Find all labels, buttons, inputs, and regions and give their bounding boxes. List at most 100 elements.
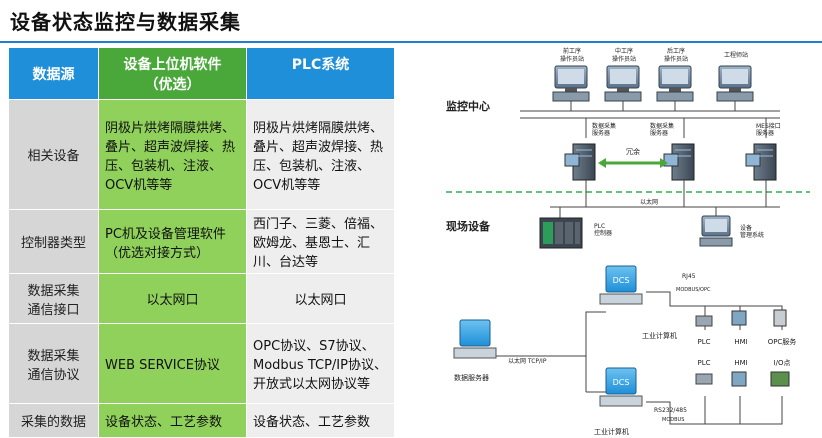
dcs-label-top: DCS	[613, 276, 630, 285]
header-plc-system: PLC系统	[246, 47, 395, 100]
network-diagram: 监控中心 现场设备 前工序操作员站 中工序操作员站 后工序操作员站 工程师站	[410, 44, 820, 436]
server-1-line1: 数据采集	[592, 122, 616, 130]
dcs-label-bottom: DCS	[613, 378, 630, 387]
field-devices-row1	[695, 309, 787, 327]
server-1-line2: 服务器	[592, 129, 610, 137]
hmi-icon	[731, 310, 747, 326]
zone-field-label: 现场设备	[446, 219, 491, 233]
row-label-interface-line2: 通信接口	[27, 302, 80, 318]
industrial-pc-top-icon: DCS	[599, 265, 643, 305]
station-3-label: 后工序操作员站	[664, 47, 688, 63]
row-label-protocol-line1: 数据采集	[27, 348, 80, 364]
rs232-label: RS232/485	[654, 407, 687, 414]
cell-devices-plc: 阴极片烘烤隔膜烘烤、叠片、超声波焊接、热压、包装机、注液、OCV机等等	[246, 99, 395, 210]
server-2-line1: 数据采集	[650, 122, 674, 130]
row-label-devices: 相关设备	[8, 99, 99, 210]
row-label-controller: 控制器类型	[8, 209, 99, 274]
device-management-line2: 管理系统	[740, 231, 764, 239]
station-1-label: 前工序操作员站	[560, 47, 584, 63]
row2-io-label: I/O点	[774, 359, 791, 367]
title-divider	[0, 41, 822, 43]
ethernet-bus	[550, 180, 780, 219]
industrial-pc-bottom-icon: DCS	[599, 367, 643, 407]
rj45-label: RJ45	[682, 273, 696, 280]
device-management-label: 设备管理系统	[740, 224, 764, 239]
station-1-line1: 前工序	[563, 47, 581, 55]
monitor-bus-lines	[520, 101, 780, 138]
field-devices-row2	[695, 371, 790, 387]
io-module-icon	[770, 371, 790, 387]
header-host-software-line2: （优选）	[144, 76, 201, 93]
device-management-icon	[699, 215, 733, 247]
station-3-line1: 后工序	[667, 47, 685, 55]
row2-plc-label: PLC	[697, 359, 710, 367]
plc-controller-icon	[539, 217, 583, 249]
opc-server-icon	[773, 309, 787, 327]
cell-protocol-host: WEB SERVICE协议	[98, 323, 247, 404]
server-icons	[564, 143, 777, 181]
row1-opc-label: OPC服务	[768, 337, 797, 346]
industrial-pc-bottom-label: 工业计算机	[594, 427, 629, 436]
data-server-icon	[453, 319, 497, 359]
server-3-line2: 服务器	[756, 129, 774, 137]
table-header-row: 数据源 设备上位机软件 （优选） PLC系统	[8, 47, 395, 100]
cell-collected-plc: 设备状态、工艺参数	[246, 403, 395, 438]
modbus-opc-label: MODBUS/OPC	[676, 287, 711, 293]
station-1-line2: 操作员站	[560, 55, 584, 63]
ethernet-tcpip-label: 以太网 TCP/IP	[508, 357, 547, 365]
table-row: 采集的数据 设备状态、工艺参数 设备状态、工艺参数	[8, 403, 395, 438]
row2-hmi-label: HMI	[734, 359, 747, 367]
server-3-label: MES接口服务器	[756, 122, 781, 137]
server-2-label: 数据采集服务器	[650, 122, 674, 137]
row-label-protocol-line2: 通信协议	[27, 367, 80, 383]
station-3-line2: 操作员站	[664, 55, 688, 63]
row-label-protocol: 数据采集 通信协议	[8, 323, 99, 404]
cell-protocol-plc: OPC协议、S7协议、Modbus TCP/IP协议、开放式以太网协议等	[246, 323, 395, 404]
plc-controller-line1: PLC	[594, 223, 605, 230]
zone-monitor-label: 监控中心	[446, 99, 490, 113]
station-2-line1: 中工序	[615, 47, 633, 55]
row-label-interface-line1: 数据采集	[27, 283, 80, 299]
station-2-line2: 操作员站	[612, 55, 636, 63]
workstation-icons	[552, 65, 754, 102]
row1-plc-label: PLC	[697, 338, 710, 346]
workstation-icon	[716, 65, 754, 102]
cell-interface-host: 以太网口	[98, 273, 247, 324]
cell-controller-host-line1: PC机及设备管理软件	[105, 226, 226, 242]
hmi-icon	[731, 371, 747, 387]
cell-collected-host: 设备状态、工艺参数	[98, 403, 247, 438]
row-label-collected-data: 采集的数据	[8, 403, 99, 438]
modbus-label: MODBUS	[662, 417, 684, 423]
plc-controller-line2: 控制器	[594, 229, 612, 237]
workstation-icon	[604, 65, 642, 102]
station-2-label: 中工序操作员站	[612, 47, 636, 63]
ethernet-label: 以太网	[640, 198, 658, 206]
server-3-line1: MES接口	[756, 122, 781, 130]
workstation-icon	[656, 65, 694, 102]
row1-hmi-label: HMI	[734, 338, 747, 346]
cell-interface-plc: 以太网口	[246, 273, 395, 324]
table-row: 相关设备 阴极片烘烤隔膜烘烤、叠片、超声波焊接、热压、包装机、注液、OCV机等等…	[8, 99, 395, 210]
row-label-interface: 数据采集 通信接口	[8, 273, 99, 324]
station-4-label: 工程师站	[724, 51, 748, 59]
table-row: 数据采集 通信接口 以太网口 以太网口	[8, 273, 395, 324]
workstation-icon	[552, 65, 590, 102]
server-icon	[663, 143, 695, 181]
cell-controller-host: PC机及设备管理软件 （优选对接方式）	[98, 209, 247, 274]
table-row: 数据采集 通信协议 WEB SERVICE协议 OPC协议、S7协议、Modbu…	[8, 323, 395, 404]
plc-icon	[695, 373, 713, 385]
industrial-pc-top-label: 工业计算机	[642, 331, 677, 340]
cell-controller-plc: 西门子、三菱、倍福、欧姆龙、基恩士、汇川、台达等	[246, 209, 395, 274]
header-data-source: 数据源	[8, 47, 99, 100]
redundant-label: 冗余	[626, 147, 640, 156]
device-management-line1: 设备	[740, 224, 752, 232]
data-server-label: 数据服务器	[454, 373, 489, 382]
page-title: 设备状态监控与数据采集	[10, 10, 241, 34]
table-row: 控制器类型 PC机及设备管理软件 （优选对接方式） 西门子、三菱、倍福、欧姆龙、…	[8, 209, 395, 274]
server-icon	[564, 143, 596, 181]
server-icon	[745, 143, 777, 181]
server-1-label: 数据采集服务器	[592, 122, 616, 137]
cell-devices-host: 阴极片烘烤隔膜烘烤、叠片、超声波焊接、热压、包装机、注液、OCV机等等	[98, 99, 247, 210]
plc-icon	[695, 315, 713, 327]
